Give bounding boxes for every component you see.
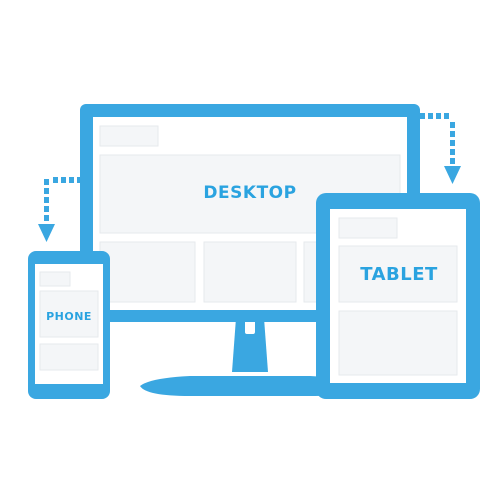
phone-device-icon	[28, 251, 110, 399]
phone-hero-placeholder	[39, 290, 99, 338]
dotted-arrow-down-icon	[420, 113, 461, 184]
phone-content-placeholder	[39, 343, 99, 371]
phone-logo-placeholder	[39, 271, 71, 287]
dotted-arrow-down-icon	[38, 177, 82, 242]
desktop-column-placeholder-1	[99, 241, 196, 303]
desktop-column-placeholder-2	[203, 241, 297, 303]
phone-label: PHONE	[46, 310, 92, 323]
tablet-device-icon	[316, 193, 480, 399]
desktop-logo-placeholder	[99, 125, 159, 147]
monitor-stand-hole	[245, 320, 255, 334]
tablet-logo-placeholder	[338, 217, 398, 239]
monitor-stand-neck	[232, 318, 268, 372]
tablet-content-placeholder	[338, 310, 458, 376]
tablet-label: TABLET	[360, 264, 438, 285]
desktop-label: DESKTOP	[203, 183, 297, 203]
monitor-stand-base	[140, 376, 362, 396]
tablet-hero-placeholder	[338, 245, 458, 303]
